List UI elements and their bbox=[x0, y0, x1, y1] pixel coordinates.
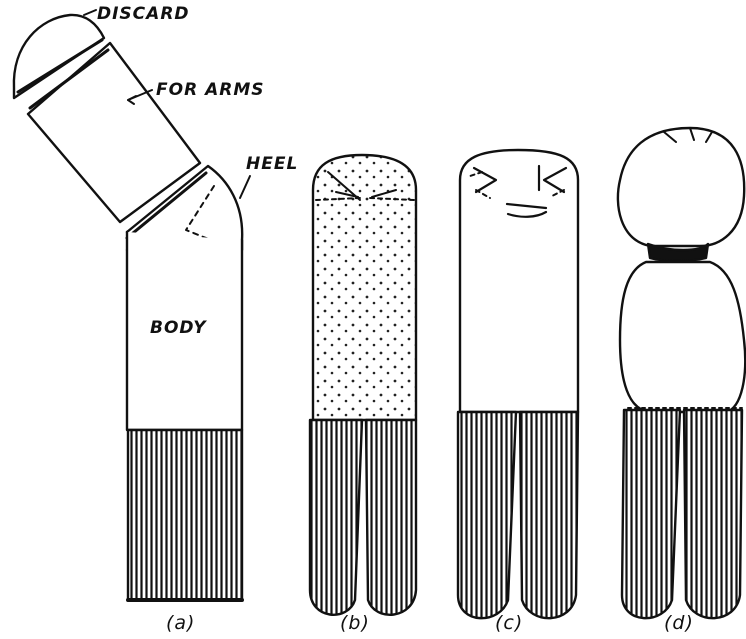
caption-b: (b) bbox=[340, 612, 370, 634]
label-body: BODY bbox=[150, 318, 207, 338]
caption-c: (c) bbox=[495, 612, 523, 634]
leg-left-c bbox=[458, 412, 516, 618]
leg-left-b bbox=[310, 420, 362, 615]
label-for-arms: FOR ARMS bbox=[156, 80, 264, 100]
label-discard: DISCARD bbox=[97, 4, 190, 24]
figure-d bbox=[618, 128, 745, 618]
figure-c bbox=[458, 150, 578, 618]
label-heel: HEEL bbox=[246, 154, 298, 174]
leg-left-d bbox=[622, 410, 680, 618]
figure-b bbox=[310, 155, 416, 615]
body-d bbox=[620, 262, 745, 412]
caption-a: (a) bbox=[166, 612, 195, 634]
stuffed-body-b bbox=[313, 155, 416, 420]
caption-d: (d) bbox=[664, 612, 694, 634]
head-d bbox=[618, 128, 744, 246]
leg-right-b bbox=[366, 420, 416, 615]
leg-right-d bbox=[684, 410, 742, 618]
ribbed-cuff bbox=[128, 430, 242, 600]
leg-right-c bbox=[520, 412, 578, 618]
